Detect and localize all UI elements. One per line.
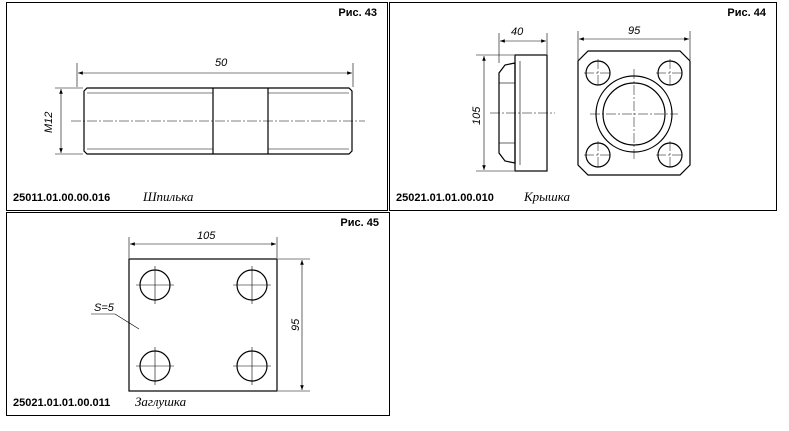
cover-side-view <box>490 54 555 172</box>
part-code: 25021.01.01.00.010 <box>396 192 494 204</box>
figure-43-panel: Рис. 43 50 M12 25011.01.00.00.016 Шпильк… <box>6 2 388 211</box>
height-dimension: 105 <box>471 106 483 125</box>
plug-holes <box>136 266 271 385</box>
width-dimension: 105 <box>197 230 216 242</box>
plug-drawing: 105 95 S=5 <box>91 230 310 392</box>
height-dimension: 95 <box>290 318 302 331</box>
figure-number: Рис. 45 <box>340 217 379 229</box>
side-dimension: 95 <box>628 25 641 37</box>
width-dimension: 40 <box>511 26 524 38</box>
part-name: Заглушка <box>135 394 187 409</box>
part-name: Крышка <box>524 189 571 204</box>
length-dimension: 50 <box>215 57 228 69</box>
stud-outline <box>83 87 353 155</box>
part-name: Шпилька <box>143 189 194 204</box>
plug-plate <box>128 258 278 392</box>
thread-dimension: M12 <box>43 112 55 133</box>
cover-drawing: 40 105 95 <box>471 25 691 176</box>
cover-front-view <box>577 50 691 176</box>
part-code: 25021.01.01.00.011 <box>13 397 111 409</box>
stud-drawing: 50 M12 <box>43 57 365 155</box>
figure-number: Рис. 44 <box>727 7 766 19</box>
figure-number: Рис. 43 <box>338 7 377 19</box>
figure-45-panel: Рис. 45 105 <box>6 212 390 416</box>
figure-44-panel: Рис. 44 40 105 <box>389 2 777 211</box>
thickness-label: S=5 <box>94 302 115 314</box>
part-code: 25011.01.00.00.016 <box>13 192 111 204</box>
